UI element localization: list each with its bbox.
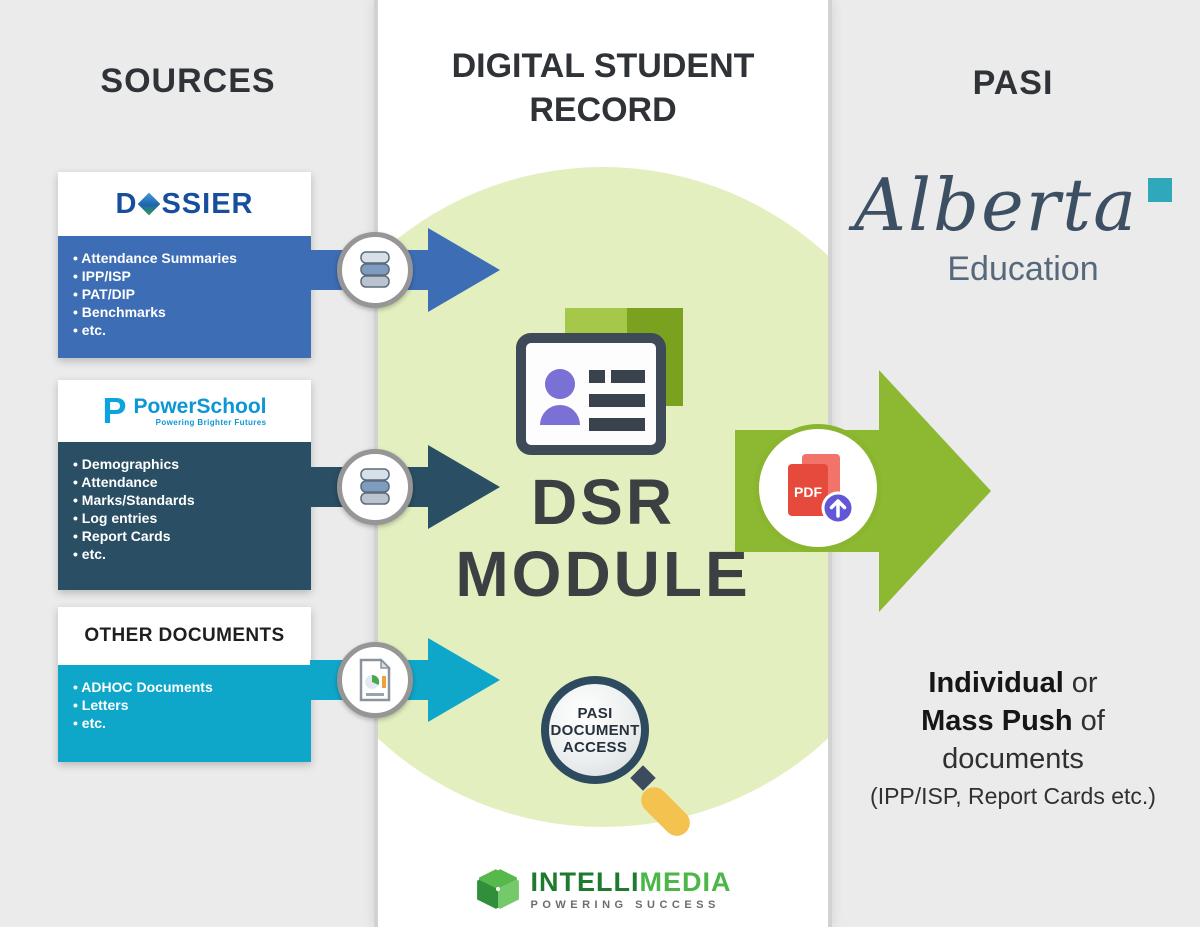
intellimedia-word-intelli: INTELLI — [530, 866, 640, 897]
dossier-card-header: D SSIER — [58, 172, 311, 236]
push-line3: documents — [942, 743, 1084, 775]
list-item: IPP/ISP — [73, 267, 296, 285]
other-documents-card-header: OTHER DOCUMENTS — [58, 607, 311, 665]
magnifier-text-line3: ACCESS — [562, 738, 628, 756]
dsr-title-line2: RECORD — [529, 91, 677, 129]
database-icon — [360, 251, 390, 288]
dsr-module-line2: MODULE — [455, 538, 751, 610]
pasi-column-title: PASI — [972, 64, 1054, 102]
list-item: Attendance Summaries — [73, 249, 296, 267]
powerschool-p-icon: P — [102, 390, 127, 431]
push-description: Individual or Mass Push of documents (IP… — [826, 664, 1200, 814]
pdf-label: PDF — [794, 484, 822, 500]
dossier-logo-ssier: SSIER — [161, 187, 254, 220]
other-documents-source-card: OTHER DOCUMENTS ADHOC Documents Letters … — [58, 607, 311, 762]
pdf-push-badge: PDF — [754, 424, 882, 552]
list-item: etc. — [73, 321, 296, 339]
list-item: Demographics — [73, 455, 296, 473]
powerschool-card-header: P PowerSchool Powering Brighter Futures — [58, 380, 311, 442]
magnifier-lens: PASI DOCUMENT ACCESS — [541, 676, 649, 784]
intellimedia-wordmark: INTELLIMEDIA POWERING SUCCESS — [531, 868, 732, 911]
list-item: Log entries — [73, 509, 296, 527]
dossier-logo-d: D — [115, 187, 138, 220]
sources-column-title: SOURCES — [100, 62, 276, 100]
student-id-card-icon — [516, 308, 683, 455]
alberta-education-text: Education — [947, 250, 1099, 288]
other-documents-item-list: ADHOC Documents Letters etc. — [58, 665, 311, 762]
list-item: Report Cards — [73, 527, 296, 545]
dsr-column-title: DIGITAL STUDENT RECORD — [378, 44, 828, 132]
dossier-item-list: Attendance Summaries IPP/ISP PAT/DIP Ben… — [58, 236, 311, 358]
pasi-document-access-magnifier: PASI DOCUMENT ACCESS — [533, 676, 696, 846]
document-chart-icon — [359, 658, 391, 702]
pdf-upload-icon: PDF — [788, 454, 855, 525]
dossier-source-card: D SSIER Attendance Summaries IPP/ISP PAT… — [58, 172, 311, 358]
other-documents-title: OTHER DOCUMENTS — [84, 625, 285, 646]
alberta-square-icon — [1148, 178, 1172, 202]
intellimedia-tagline: POWERING SUCCESS — [530, 898, 720, 911]
dsr-title-line1: DIGITAL STUDENT — [451, 47, 755, 85]
push-line1: Individual or — [928, 667, 1098, 699]
list-item: Benchmarks — [73, 303, 296, 321]
powerschool-database-badge — [337, 449, 413, 525]
powerschool-item-list: Demographics Attendance Marks/Standards … — [58, 442, 311, 590]
dsr-module-title: DSR MODULE — [378, 466, 828, 610]
dsr-module-line1: DSR — [530, 466, 676, 538]
list-item: Letters — [73, 696, 296, 714]
dossier-diamond-icon — [138, 192, 161, 216]
alberta-education-logo: Alberta Education — [826, 162, 1200, 289]
dossier-logo: D SSIER — [116, 188, 254, 221]
database-icon — [360, 468, 390, 505]
list-item: ADHOC Documents — [73, 678, 296, 696]
push-line4: (IPP/ISP, Report Cards etc.) — [870, 783, 1156, 809]
intellimedia-logo: INTELLIMEDIA POWERING SUCCESS — [378, 865, 828, 913]
dossier-database-badge — [337, 232, 413, 308]
list-item: Marks/Standards — [73, 491, 296, 509]
push-line2: Mass Push of — [921, 705, 1105, 737]
intellimedia-word-media: MEDIA — [639, 866, 732, 897]
list-item: etc. — [73, 714, 296, 732]
powerschool-source-card: P PowerSchool Powering Brighter Futures … — [58, 380, 311, 590]
magnifier-text-line1: PASI — [577, 704, 613, 722]
powerschool-logo: P PowerSchool Powering Brighter Futures — [102, 393, 266, 429]
up-arrow-icon — [829, 499, 847, 518]
alberta-script-text: Alberta — [854, 163, 1138, 247]
powerschool-name: PowerSchool — [133, 394, 267, 418]
list-item: etc. — [73, 545, 296, 563]
list-item: PAT/DIP — [73, 285, 296, 303]
magnifier-text-line2: DOCUMENT — [550, 721, 640, 739]
list-item: Attendance — [73, 473, 296, 491]
other-documents-badge — [337, 642, 413, 718]
powerschool-tagline: Powering Brighter Futures — [155, 417, 267, 427]
cube-icon — [474, 866, 521, 912]
